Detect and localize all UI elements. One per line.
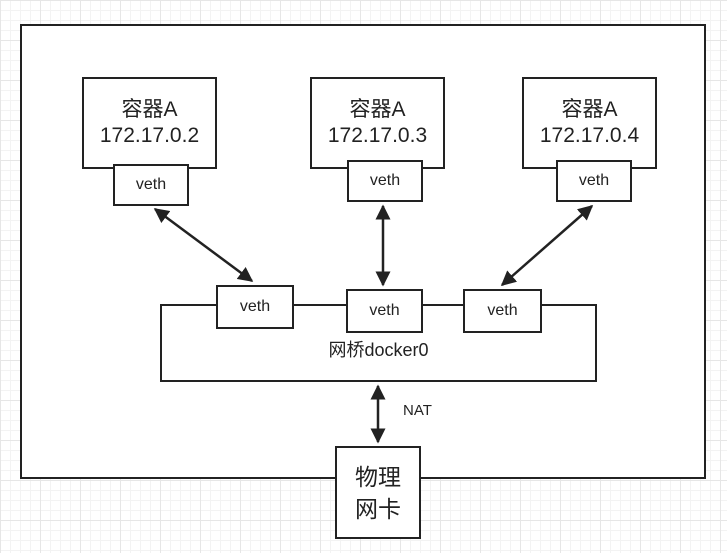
veth-label: veth <box>239 298 271 315</box>
container-3: 容器A 172.17.0.4 <box>522 77 657 169</box>
veth-label: veth <box>578 172 610 189</box>
arrow-container1-bridge <box>153 207 254 283</box>
container-ip: 172.17.0.3 <box>327 124 428 147</box>
container-name: 容器A <box>561 98 618 121</box>
container-1-veth: veth <box>113 164 189 206</box>
container-ip: 172.17.0.4 <box>539 124 640 147</box>
nic-label-line1: 物理 <box>355 463 401 490</box>
bridge-veth-1: veth <box>216 285 294 329</box>
bridge-veth-3: veth <box>463 289 542 333</box>
veth-label: veth <box>369 302 400 319</box>
container-3-veth: veth <box>556 160 632 202</box>
nat-label: NAT <box>403 402 432 419</box>
container-1: 容器A 172.17.0.2 <box>82 77 217 169</box>
container-name: 容器A <box>349 98 406 121</box>
bridge-veth-2: veth <box>346 289 423 333</box>
veth-label: veth <box>487 302 518 319</box>
nic-label-line2: 网卡 <box>355 495 401 522</box>
container-name: 容器A <box>121 98 178 121</box>
veth-label: veth <box>369 172 401 189</box>
container-ip: 172.17.0.2 <box>99 124 200 147</box>
bridge-label: 网桥docker0 <box>328 340 429 360</box>
veth-label: veth <box>135 176 167 193</box>
arrow-container3-bridge <box>500 205 594 286</box>
physical-nic: 物理 网卡 <box>335 446 421 539</box>
container-2-veth: veth <box>347 160 423 202</box>
